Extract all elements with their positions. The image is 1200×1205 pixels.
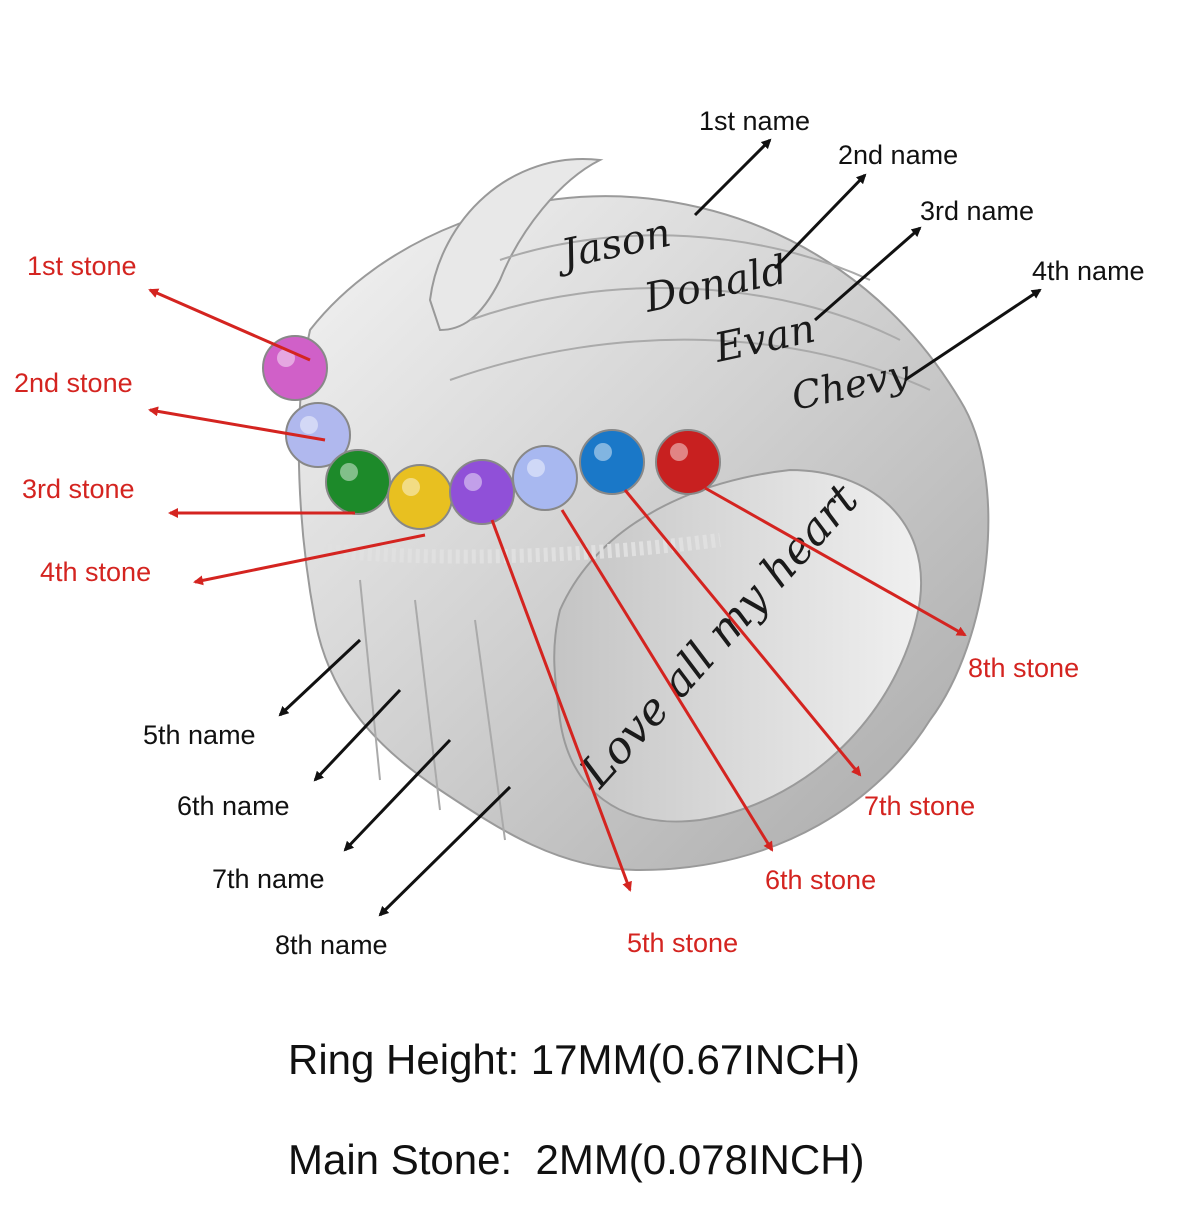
stone-highlight xyxy=(670,443,688,461)
stone-highlight xyxy=(300,416,318,434)
birthstones xyxy=(262,335,721,530)
stone-3 xyxy=(325,449,391,515)
name-label-3: 3rd name xyxy=(920,196,1035,226)
stone-label-7: 7th stone xyxy=(864,791,976,821)
stone-arrow-6 xyxy=(560,509,774,852)
name-arrow-3 xyxy=(814,226,922,322)
stone-2 xyxy=(285,402,351,468)
stone-arrow-2 xyxy=(148,406,326,442)
name-label-2: 2nd name xyxy=(838,140,959,170)
stone-label-4: 4th stone xyxy=(40,557,152,587)
heart-ribbon xyxy=(428,158,604,332)
stone-highlight xyxy=(277,349,295,367)
stone-1 xyxy=(262,335,328,401)
stone-4 xyxy=(387,464,453,530)
name-arrow-4 xyxy=(904,288,1042,382)
stone-highlight xyxy=(464,473,482,491)
stone-5 xyxy=(449,459,515,525)
name-arrow-7 xyxy=(343,738,452,852)
name-arrow-2 xyxy=(773,173,867,270)
stone-label-1: 1st stone xyxy=(27,251,137,281)
main-stone-spec: Main Stone: 2MM(0.078INCH) xyxy=(288,1136,865,1183)
name-label-4: 4th name xyxy=(1032,256,1145,286)
stone-label-2: 2nd stone xyxy=(14,368,133,398)
stone-highlight xyxy=(527,459,545,477)
stone-highlight xyxy=(402,478,420,496)
stone-label-5: 5th stone xyxy=(627,928,739,958)
stone-arrow-5 xyxy=(490,519,632,892)
stone-highlight xyxy=(340,463,358,481)
stone-7 xyxy=(579,429,645,495)
stone-8 xyxy=(655,429,721,495)
name-arrow-1 xyxy=(693,138,772,217)
name-label-1: 1st name xyxy=(699,106,811,136)
name-label-7: 7th name xyxy=(212,864,325,894)
name-label-6: 6th name xyxy=(177,791,290,821)
stone-arrow-7 xyxy=(623,489,862,777)
stone-highlight xyxy=(594,443,612,461)
name-arrow-8 xyxy=(378,785,512,917)
stone-arrow-4 xyxy=(193,533,426,586)
name-label-5: 5th name xyxy=(143,720,256,750)
name-arrow-6 xyxy=(313,688,402,782)
name-arrow-5 xyxy=(278,638,362,717)
stone-arrow-1 xyxy=(148,288,311,362)
ring-height-spec: Ring Height: 17MM(0.67INCH) xyxy=(288,1036,860,1083)
stone-arrow-8 xyxy=(704,486,967,637)
stone-label-3: 3rd stone xyxy=(22,474,135,504)
stone-label-8: 8th stone xyxy=(968,653,1080,683)
name-label-8: 8th name xyxy=(275,930,388,960)
stone-6 xyxy=(512,445,578,511)
stone-label-6: 6th stone xyxy=(765,865,877,895)
